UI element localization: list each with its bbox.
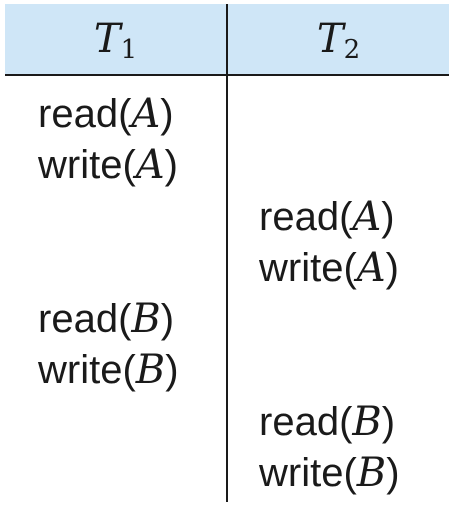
schedule-step-5: read(B) (38, 296, 175, 342)
data-item: A (356, 245, 386, 291)
operation: read (259, 195, 340, 239)
column-header-t1: T1 (5, 14, 226, 65)
schedule-step-1: read(A) (38, 91, 174, 137)
schedule-step-3: read(A) (259, 194, 395, 240)
t2-subscript: 2 (343, 35, 361, 65)
schedule-step-7: read(B) (259, 399, 396, 445)
schedule-step-2: write(A) (38, 142, 178, 188)
operation: read (38, 92, 119, 136)
column-divider (226, 4, 228, 502)
data-item: B (352, 399, 382, 445)
data-item: B (131, 296, 161, 342)
operation: write (38, 348, 123, 392)
schedule-step-6: write(B) (38, 347, 179, 393)
data-item: B (135, 347, 166, 393)
operation: write (38, 143, 123, 187)
schedule-step-4: write(A) (259, 245, 399, 291)
data-item: A (135, 142, 165, 188)
data-item: A (131, 91, 161, 137)
t2-name: T (316, 16, 344, 62)
t1-name: T (93, 16, 121, 62)
operation: read (38, 297, 119, 341)
operation: write (259, 246, 344, 290)
operation: write (259, 451, 344, 495)
operation: read (259, 400, 340, 444)
schedule-step-8: write(B) (259, 450, 400, 496)
data-item: B (356, 450, 387, 496)
t1-subscript: 1 (120, 35, 138, 65)
column-header-t2: T2 (228, 14, 449, 65)
data-item: A (352, 194, 382, 240)
